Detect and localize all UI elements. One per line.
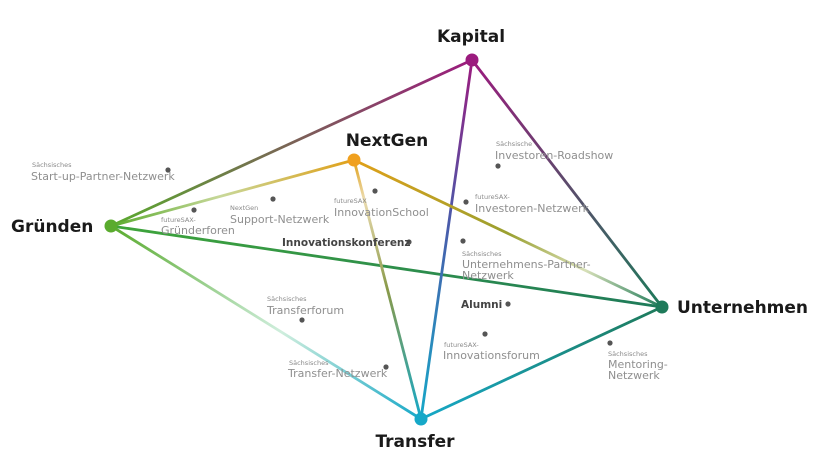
item-title: Investoren-Netzwerk <box>475 202 590 215</box>
node-label-unternehmen: Unternehmen <box>677 298 808 318</box>
item-dot <box>299 317 305 323</box>
item-mentoring-netzwerk[interactable]: Sächsisches Mentoring- Netzwerk <box>607 340 668 382</box>
item-title: Innovationsforum <box>443 349 540 362</box>
item-dot <box>463 199 469 205</box>
item-dot <box>372 188 378 194</box>
item-dot <box>505 301 511 307</box>
item-dot <box>270 196 276 202</box>
item-gruenderforen[interactable]: futureSAX- Gründerforen <box>161 207 235 237</box>
item-dot <box>495 163 501 169</box>
item-startup-partner-netzwerk[interactable]: Sächsisches Start-up-Partner-Netzwerk <box>31 161 175 183</box>
item-dot <box>383 364 389 370</box>
line-kapital-unternehmen <box>470 58 664 309</box>
item-prefix: Sächsisches <box>462 250 502 258</box>
nodes: Kapital NextGen Gründen Unternehmen Tran… <box>11 27 808 452</box>
line-kapital-transfer <box>419 58 474 421</box>
item-innovationschool[interactable]: futureSAX InnovationSchool <box>334 188 429 219</box>
item-prefix: futureSAX- <box>444 341 479 349</box>
node-label-transfer: Transfer <box>375 432 455 452</box>
item-title-line2: Netzwerk <box>462 269 514 282</box>
item-dot <box>406 239 412 245</box>
item-title: Transferforum <box>266 304 344 317</box>
item-transferforum[interactable]: Sächsisches Transferforum <box>266 295 344 323</box>
item-dot <box>460 238 466 244</box>
item-innovationsforum[interactable]: futureSAX- Innovationsforum <box>443 331 540 362</box>
node-dot-kapital <box>465 53 479 67</box>
line-gruenden-transfer <box>109 224 423 421</box>
items: Sächsisches Start-up-Partner-Netzwerk fu… <box>31 140 668 382</box>
item-title: Gründerforen <box>161 224 235 237</box>
node-gruenden[interactable]: Gründen <box>11 217 118 237</box>
item-title-line2: Netzwerk <box>608 369 660 382</box>
item-support-netzwerk[interactable]: NextGen Support-Netzwerk <box>230 196 330 226</box>
node-nextgen[interactable]: NextGen <box>346 131 428 167</box>
line-nextgen-transfer <box>352 158 423 421</box>
line-gruenden-nextgen <box>109 158 356 228</box>
node-label-gruenden: Gründen <box>11 217 93 237</box>
item-prefix: Sächsisches <box>289 359 329 367</box>
item-investoren-roadshow[interactable]: Sächsische Investoren-Roadshow <box>495 140 613 169</box>
item-prefix: Sächsisches <box>608 350 648 358</box>
node-dot-unternehmen <box>655 300 669 314</box>
item-transfer-netzwerk[interactable]: Sächsisches Transfer-Netzwerk <box>287 359 389 380</box>
item-prefix: futureSAX- <box>161 216 196 224</box>
item-title-line1: Mentoring- <box>608 358 668 371</box>
line-gruenden-unternehmen <box>109 224 664 309</box>
node-kapital[interactable]: Kapital <box>437 27 505 67</box>
item-title: Start-up-Partner-Netzwerk <box>31 170 175 183</box>
item-prefix: NextGen <box>230 204 258 212</box>
item-prefix: Sächsische <box>496 140 532 148</box>
item-title: Support-Netzwerk <box>230 213 330 226</box>
item-unternehmens-partner-netzwerk[interactable]: Sächsisches Unternehmens-Partner- Netzwe… <box>460 238 591 282</box>
item-title: Transfer-Netzwerk <box>287 367 388 380</box>
node-dot-nextgen <box>347 153 361 167</box>
item-prefix: Sächsisches <box>267 295 307 303</box>
item-prefix: Sächsisches <box>32 161 72 169</box>
connections <box>109 58 664 421</box>
item-dot <box>482 331 488 337</box>
node-label-kapital: Kapital <box>437 27 505 47</box>
item-investoren-netzwerk[interactable]: futureSAX- Investoren-Netzwerk <box>463 193 590 215</box>
item-title: Innovationskonferenz <box>282 237 411 249</box>
node-label-nextgen: NextGen <box>346 131 428 151</box>
line-gruenden-kapital <box>109 58 474 228</box>
item-innovationskonferenz[interactable]: Innovationskonferenz <box>282 237 412 249</box>
node-unternehmen[interactable]: Unternehmen <box>655 298 809 318</box>
line-transfer-unternehmen <box>419 305 664 421</box>
item-title-line1: Unternehmens-Partner- <box>462 258 591 271</box>
item-prefix: futureSAX <box>334 197 367 205</box>
item-dot <box>607 340 613 346</box>
item-title: Investoren-Roadshow <box>495 149 613 162</box>
item-title: Alumni <box>461 299 502 311</box>
node-dot-gruenden <box>104 219 118 233</box>
item-dot <box>165 167 171 173</box>
node-dot-transfer <box>414 412 428 426</box>
item-prefix: futureSAX- <box>475 193 510 201</box>
line-nextgen-unternehmen <box>352 158 664 309</box>
node-transfer[interactable]: Transfer <box>375 412 455 453</box>
item-dot <box>191 207 197 213</box>
item-title: InnovationSchool <box>334 206 429 219</box>
item-alumni[interactable]: Alumni <box>461 299 511 311</box>
